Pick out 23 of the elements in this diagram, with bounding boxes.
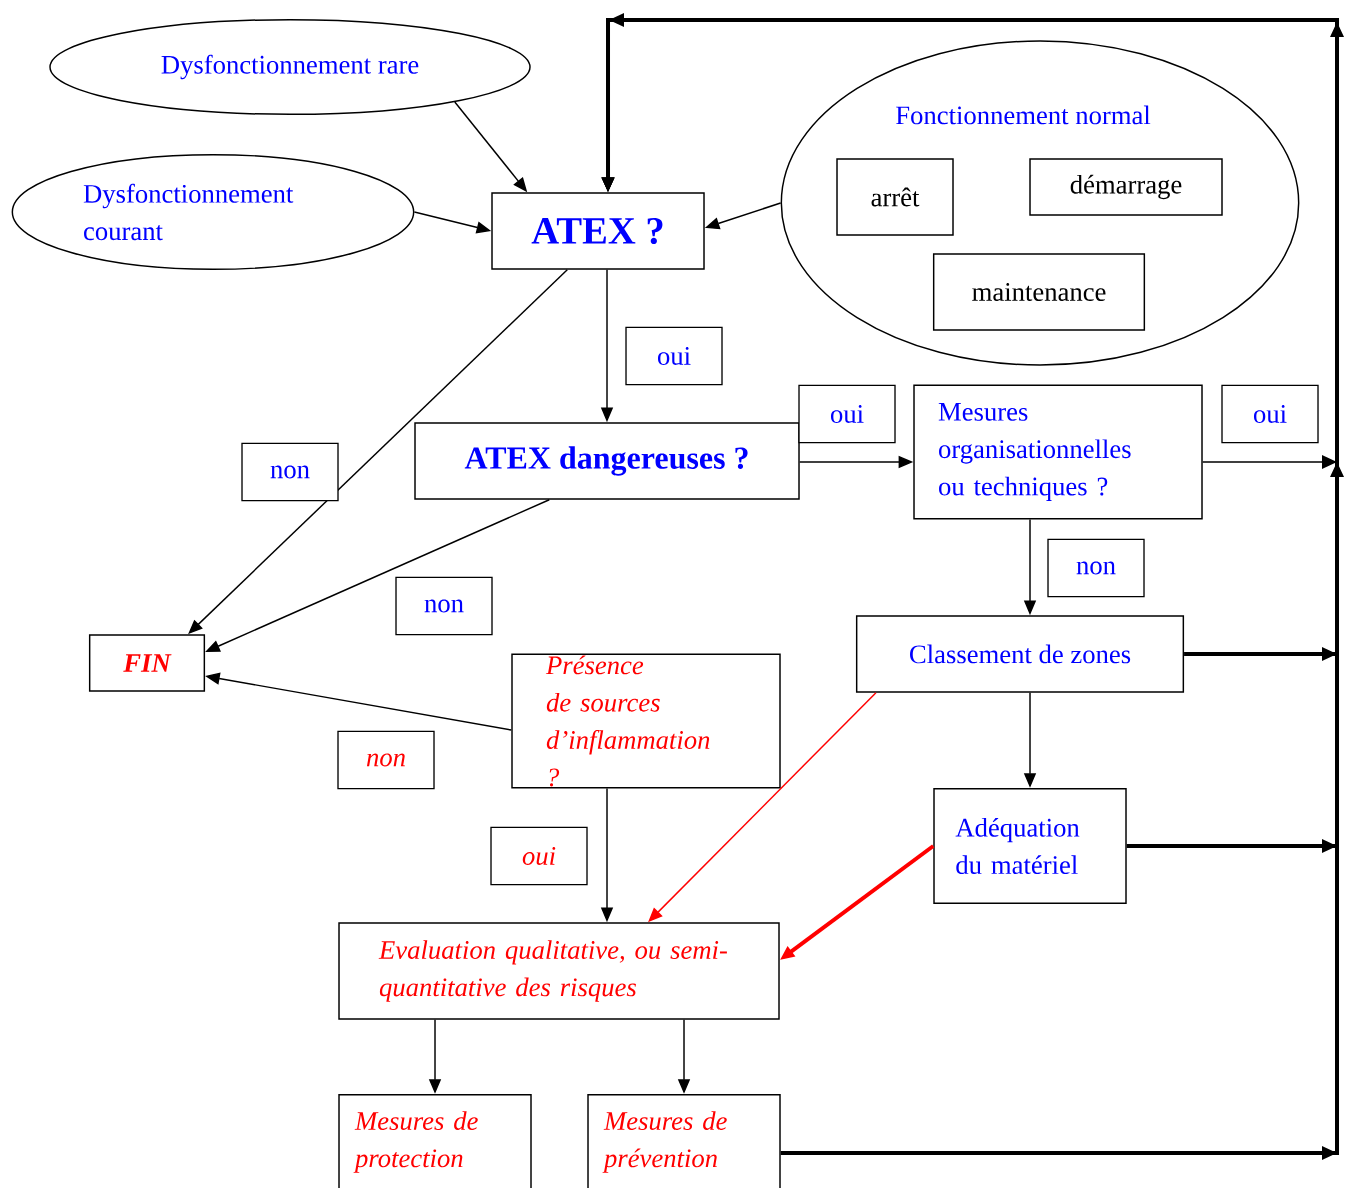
process-box: ATEX dangereuses ? bbox=[414, 422, 800, 500]
edge-label: oui bbox=[1221, 384, 1319, 444]
edge-label: non bbox=[241, 442, 339, 502]
process-box: Mesures de protection bbox=[338, 1093, 532, 1188]
process-box: Evaluation qualitative, ou semi-quantitative des risques bbox=[338, 922, 780, 1020]
process-box: Présence de sources d’inflammation ? bbox=[511, 653, 781, 789]
oval-node: Dysfonctionnement rare bbox=[49, 18, 531, 116]
process-box: Adéquation du matériel bbox=[933, 787, 1127, 905]
process-box: Classement de zones bbox=[855, 615, 1185, 693]
oval-node: Dysfonctionnement courant bbox=[11, 153, 415, 271]
edge-label: oui bbox=[490, 826, 588, 886]
process-box: Mesures de prévention bbox=[587, 1093, 781, 1188]
edge-label: non bbox=[1047, 538, 1145, 598]
edge-label: oui bbox=[625, 326, 723, 386]
process-box: Mesures organisationnelles ou techniques ? bbox=[913, 384, 1203, 520]
process-box: maintenance bbox=[932, 253, 1146, 331]
edge-label: non bbox=[337, 730, 435, 790]
process-box: ATEX ? bbox=[491, 192, 705, 270]
process-box: démarrage bbox=[1029, 158, 1223, 216]
process-box: arrêt bbox=[836, 158, 954, 236]
process-box: FIN bbox=[88, 634, 206, 692]
edge-label: non bbox=[395, 576, 493, 636]
edge-label: oui bbox=[798, 384, 896, 444]
